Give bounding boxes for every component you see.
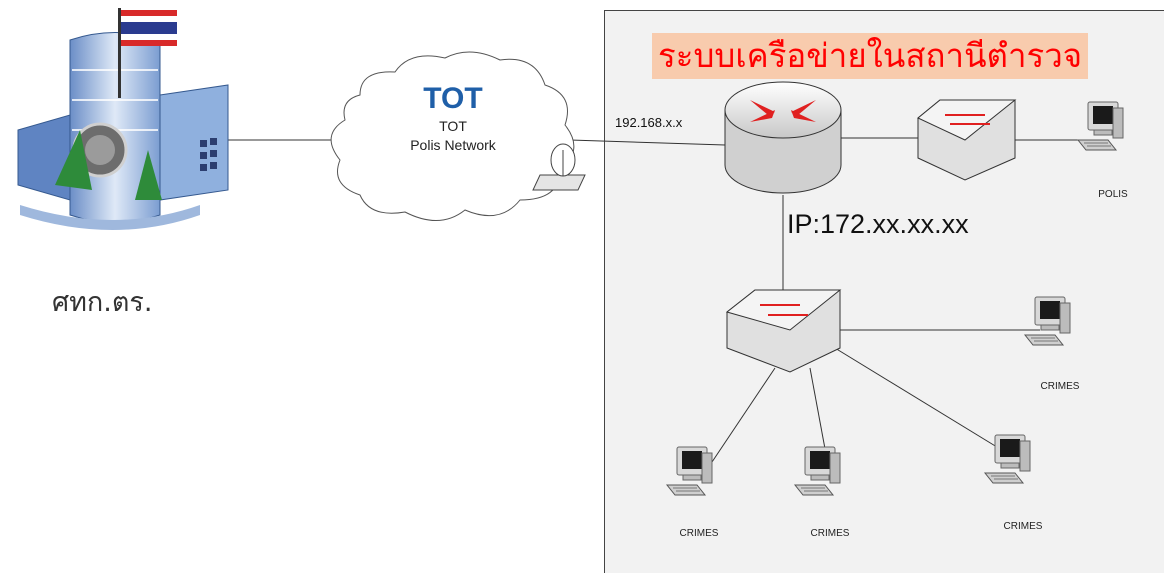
cloud-label-line1: TOT [439,118,467,134]
crimes-2-computer-label: CRIMES [810,528,850,539]
polis-computer-label: POLIS [1098,189,1128,200]
switch-to-crimes-3-link [829,344,1011,456]
diagram-title: ระบบเครือข่ายในสถานีตำรวจ [652,33,1089,79]
crimes-right-computer-label: CRIMES [1040,381,1080,392]
crimes-1-computer-icon [666,446,713,496]
satellite-dish-icon [532,143,586,191]
crimes-3-computer-icon [984,434,1031,484]
headquarters-label: ศทก.ตร. [52,287,153,318]
cloud-to-router-link [569,139,726,146]
crimes-2-computer-icon [794,446,841,496]
cloud-label-line2: Polis Network [410,137,496,153]
lan-ip-label: IP:172.xx.xx.xx [787,209,969,239]
tot-cloud-icon [330,51,575,221]
switch-icon [917,99,1017,181]
crimes-1-computer-label: CRIMES [679,528,719,539]
switch-to-crimes-1-link [709,367,776,466]
headquarters-building-icon [17,8,229,230]
crimes-3-computer-label: CRIMES [1003,521,1043,532]
wan-ip-label: 192.168.x.x [615,115,683,130]
thai-flag-icon [121,10,177,46]
connection-lines [225,137,1080,466]
tot-logo-text: TOT [423,82,482,115]
polis-computer-icon [1077,101,1124,151]
crimes-right-computer-icon [1024,296,1071,346]
core-switch-icon [725,289,842,373]
router-icon [724,81,842,194]
